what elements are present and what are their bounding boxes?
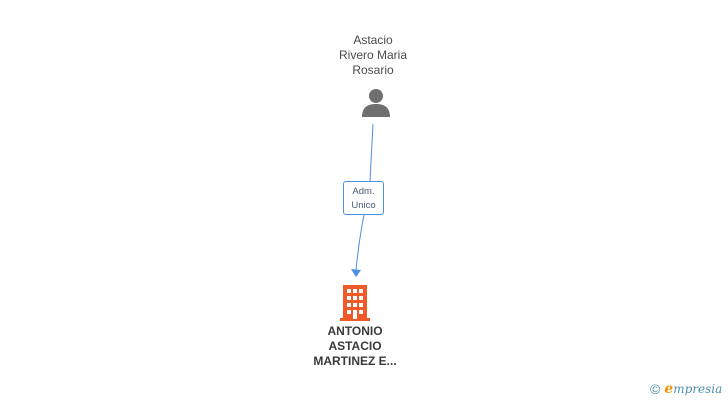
company-name-line: ANTONIO <box>327 324 383 338</box>
arrowhead-icon <box>351 269 361 277</box>
company-name-line: MARTINEZ E... <box>313 354 397 368</box>
company-name[interactable]: ANTONIO ASTACIO MARTINEZ E... <box>295 324 415 369</box>
company-name-line: ASTACIO <box>328 339 382 353</box>
footer-brand[interactable]: © empresia <box>650 380 722 398</box>
relation-line <box>369 123 374 182</box>
person-name-line: Rivero Maria <box>338 48 407 62</box>
copyright-icon: © <box>650 381 661 397</box>
person-name[interactable]: Astacio Rivero Maria Rosario <box>313 33 433 78</box>
person-icon[interactable] <box>360 88 392 118</box>
role-label[interactable]: Adm. Unico <box>343 181 384 215</box>
brand-logo: empresia <box>664 381 722 397</box>
brand-logo-initial: e <box>664 381 674 397</box>
person-name-line: Astacio <box>353 33 393 47</box>
relation-line <box>355 214 365 271</box>
brand-logo-text: mpresia <box>673 382 723 396</box>
building-icon[interactable] <box>340 285 370 321</box>
role-label-line: Adm. <box>352 186 375 197</box>
person-name-line: Rosario <box>352 63 394 77</box>
role-label-line: Unico <box>351 200 376 211</box>
